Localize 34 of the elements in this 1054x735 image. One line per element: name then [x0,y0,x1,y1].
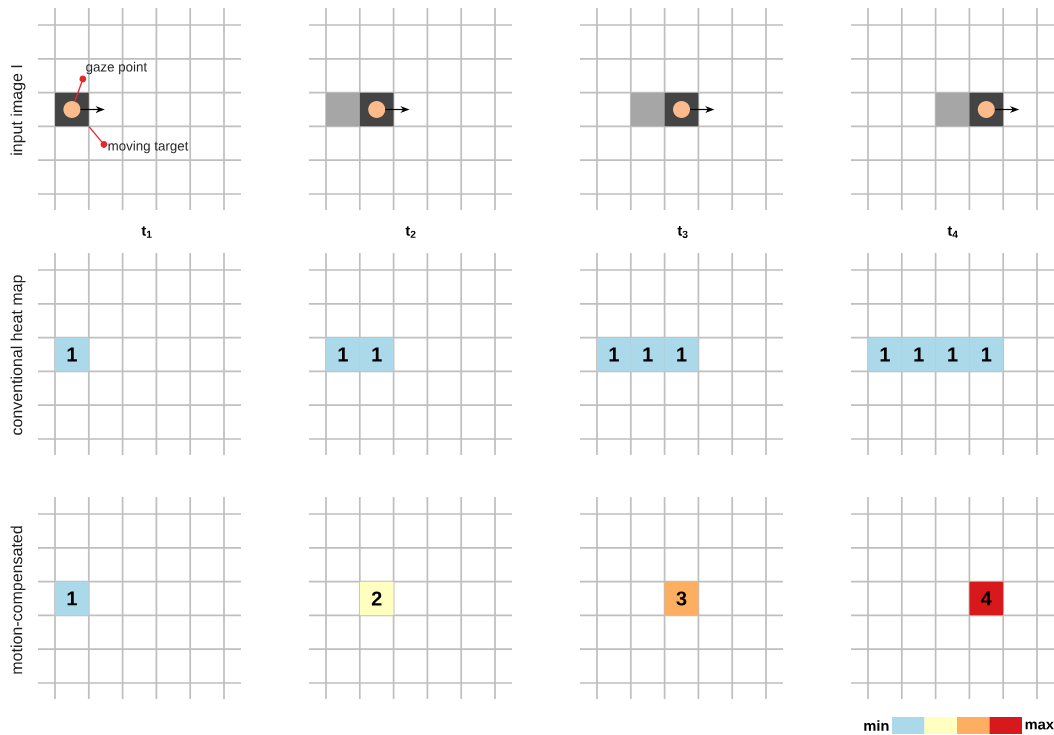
time-label: t$_{3}$ [677,226,688,238]
gaze-dot [63,101,81,118]
node-label: 1 [880,347,890,362]
node-label: 1 [338,347,348,362]
node-label: 1 [948,347,958,362]
leader-line [88,125,108,148]
heat-cell: 1 [326,337,360,372]
legend-text: max [1025,721,1054,730]
heat-cell: 1 [868,337,902,372]
callout-text: moving target [108,140,189,154]
legend-text: min [864,720,889,731]
gaze-dot [977,101,995,118]
gaze-dot [368,101,386,118]
leader-line [74,75,87,102]
time-label: t$_{2}$ [405,226,416,238]
row-label: input image I [10,65,26,155]
heat-cell: 1 [55,581,89,616]
heat-cell: 1 [969,337,1004,372]
row-label: motion-compensated [10,526,26,674]
time-label: t$_{1}$ [141,226,152,238]
heat-cell: 1 [597,337,631,372]
node-label: 1 [643,347,653,362]
node-label: 1 [609,347,619,362]
time-label: t$_{4}$ [947,226,958,238]
square [326,92,360,127]
heat-cell: 4 [969,581,1004,616]
node-label: 1 [981,347,992,362]
heat-cell: 1 [55,337,89,372]
node-label: 1 [677,347,687,362]
row-label: conventional heat map [10,275,26,435]
gaze-dot [673,101,690,118]
node-label: 1 [372,347,382,362]
callout-text: gaze point [86,61,147,75]
node-label: 1 [914,347,924,362]
